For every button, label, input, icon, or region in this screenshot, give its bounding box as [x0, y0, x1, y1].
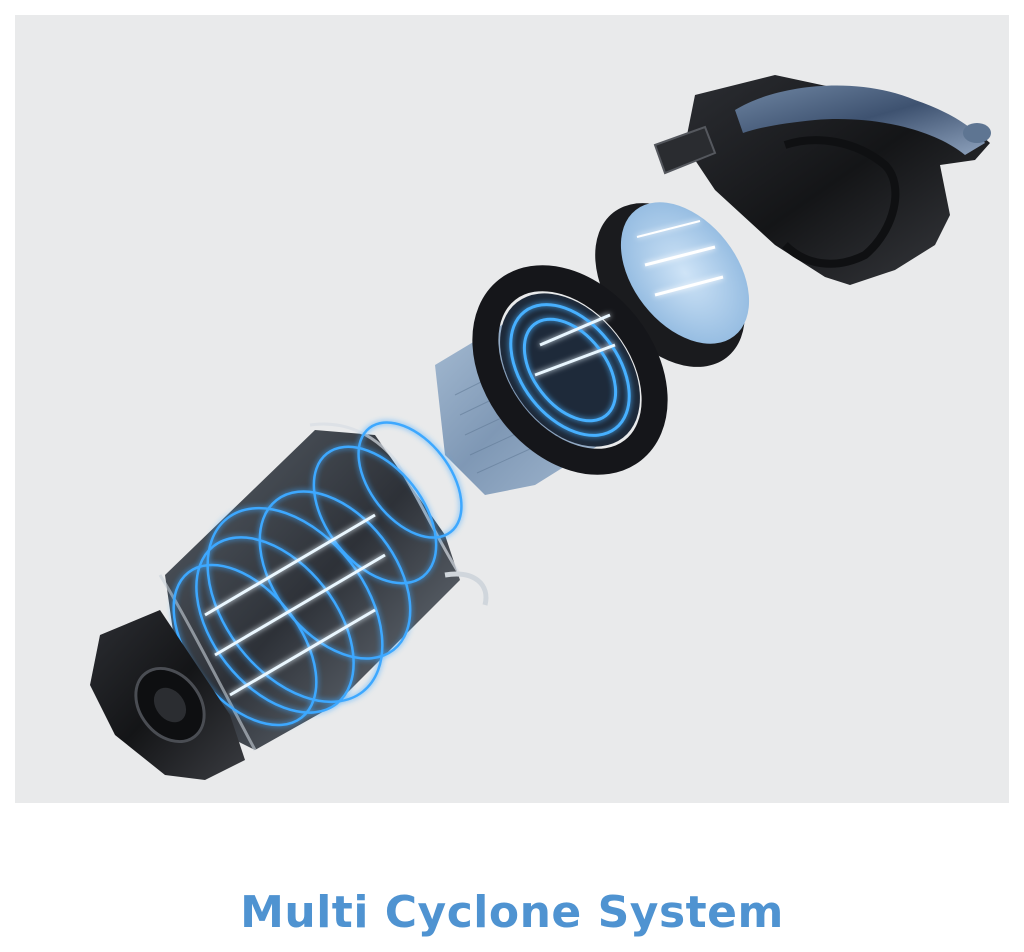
mesh-cyclone-filter — [435, 265, 668, 495]
caption-title: Multi Cyclone System — [240, 887, 784, 938]
transparent-dust-bin — [158, 421, 489, 751]
base-cap — [90, 610, 245, 780]
exploded-assembly-illustration — [90, 75, 991, 780]
product-image — [15, 15, 1009, 803]
handle-cap — [653, 75, 991, 285]
